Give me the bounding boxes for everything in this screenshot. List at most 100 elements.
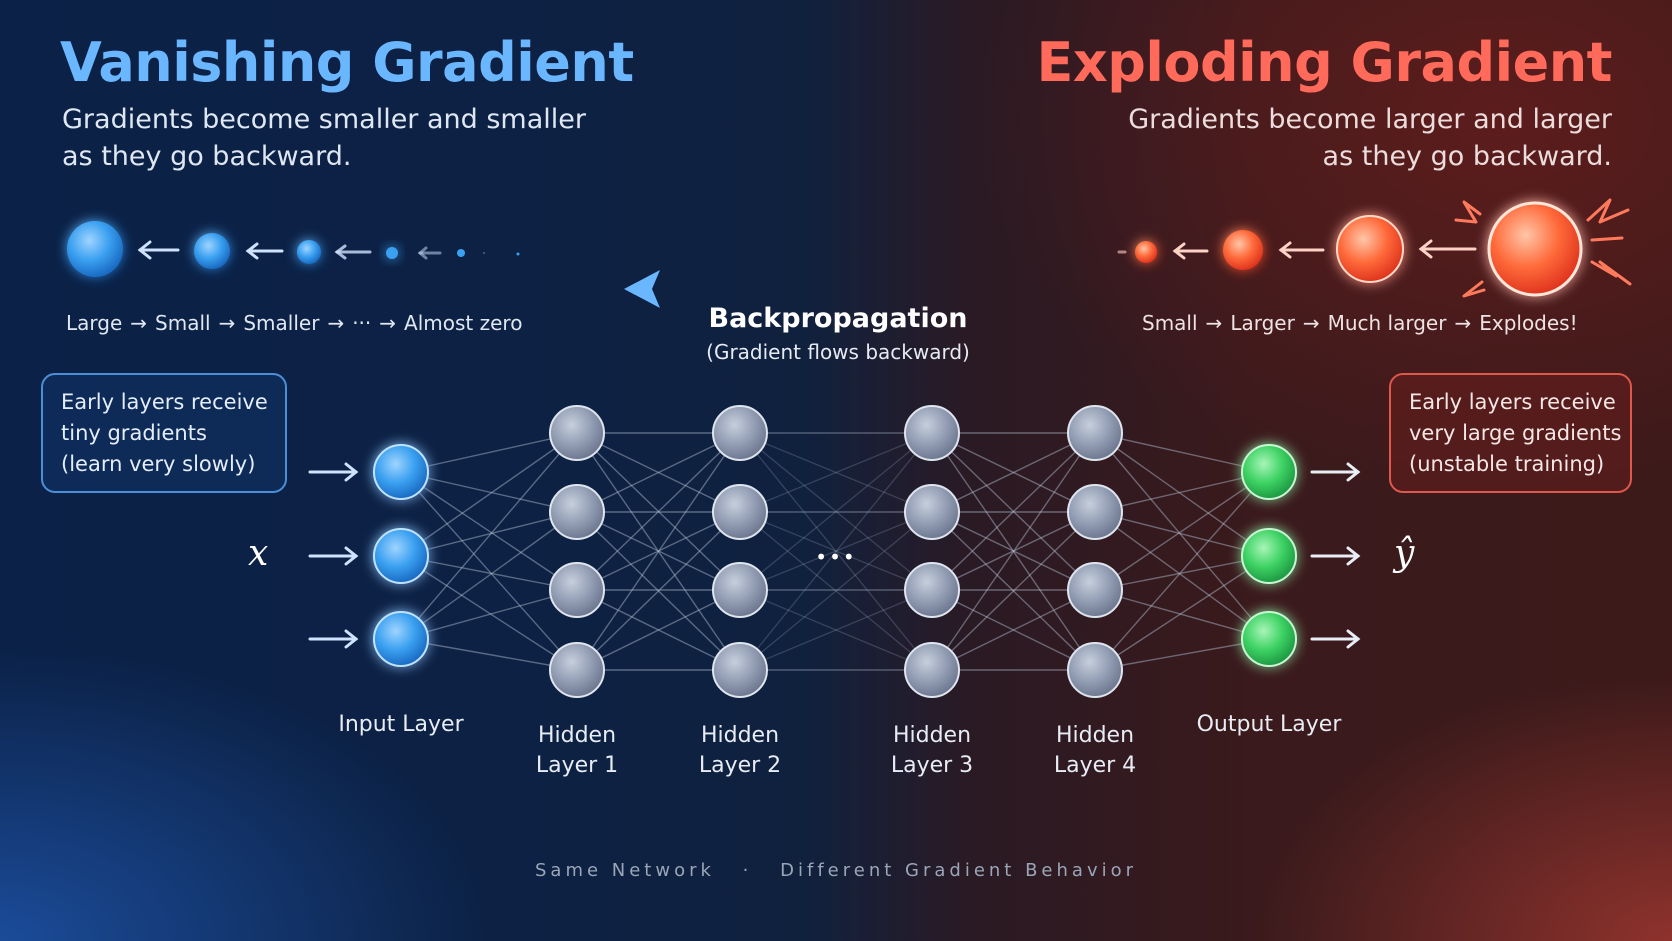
- network-connection: [1094, 638, 1270, 671]
- vanishing-sequence-step: ···: [352, 311, 372, 335]
- network-node-layer-0: [373, 444, 429, 500]
- network-connection: [739, 432, 933, 591]
- backpropagation-label: Backpropagation (Gradient flows backward…: [638, 303, 1038, 364]
- network-node-layer-4: [1067, 405, 1123, 461]
- input-arrows: [308, 462, 359, 649]
- network-node-layer-2: [712, 484, 768, 540]
- vanishing-callout-line: tiny gradients: [61, 421, 207, 445]
- network-connection: [576, 432, 741, 671]
- network-connection: [1094, 432, 1270, 473]
- gradient-circle-tinier: [457, 249, 465, 257]
- backpropagation-title: Backpropagation: [708, 303, 968, 334]
- footer-left-text: Same Network: [534, 860, 715, 881]
- network-connection: [400, 471, 578, 591]
- exploding-sequence-step: Small: [1142, 311, 1198, 335]
- network-connection: [739, 432, 933, 591]
- network-node-layer-5: [1241, 611, 1297, 667]
- network-node-layer-2: [712, 405, 768, 461]
- network-node-layer-2: [712, 642, 768, 698]
- network-node-layer-4: [1067, 562, 1123, 618]
- network-connection: [576, 511, 741, 671]
- vanishing-gradient-title: Vanishing Gradient: [60, 31, 634, 94]
- right-arrow-icon: →: [1205, 311, 1223, 335]
- network-nodes: [373, 405, 1297, 698]
- network-connection: [1094, 432, 1270, 640]
- network-connection: [931, 432, 1096, 513]
- gradient-circle-small: [194, 233, 230, 269]
- network-node-layer-1: [549, 562, 605, 618]
- network-connection: [576, 432, 741, 671]
- network-connection: [1094, 589, 1270, 640]
- exploding-subtitle-line-2: as they go backward.: [1322, 141, 1612, 172]
- exploding-gradient-subtitle: Gradients become larger and larger as th…: [1128, 101, 1612, 175]
- right-arrow-icon: →: [379, 311, 397, 335]
- vanishing-sequence-step: Small: [155, 311, 211, 335]
- network-connection: [739, 511, 933, 591]
- exploding-callout-line: very large gradients: [1409, 421, 1622, 445]
- gradient-circle-small-red: [1135, 241, 1157, 263]
- network-connection: [931, 432, 1096, 671]
- exploding-callout-line: Early layers receive: [1409, 390, 1616, 414]
- network-connection: [400, 555, 578, 591]
- network-connection: [400, 432, 578, 473]
- network-connection: [739, 432, 933, 671]
- network-connection: [931, 511, 1096, 591]
- network-node-layer-0: [373, 528, 429, 584]
- network-connection: [931, 432, 1096, 671]
- footer-right-text: Different Gradient Behavior: [780, 860, 1138, 881]
- network-node-layer-2: [712, 562, 768, 618]
- network-node-layer-3: [904, 405, 960, 461]
- right-arrow-icon: →: [130, 311, 148, 335]
- exploding-gradient-sequence-icons: [1117, 198, 1632, 298]
- network-connection: [576, 589, 741, 671]
- network-connection: [931, 589, 1096, 671]
- network-node-layer-1: [549, 484, 605, 540]
- network-connection: [739, 589, 933, 671]
- network-node-layer-5: [1241, 444, 1297, 500]
- network-connection: [576, 432, 741, 591]
- network-connection: [400, 638, 578, 671]
- network-connection: [400, 511, 578, 640]
- network-connection: [576, 432, 741, 591]
- network-connection: [739, 432, 933, 671]
- network-connection: [739, 511, 933, 671]
- network-connection: [400, 511, 578, 557]
- vanishing-gradient-subtitle: Gradients become smaller and smaller as …: [62, 101, 586, 175]
- vanishing-sequence-step: Smaller: [243, 311, 320, 335]
- network-connection: [576, 511, 741, 671]
- network-connection: [576, 432, 741, 513]
- network-connection: [739, 511, 933, 671]
- network-connection: [576, 432, 741, 513]
- vanishing-callout-line: (learn very slowly): [61, 452, 256, 476]
- network-node-layer-3: [904, 484, 960, 540]
- layer-label-line: Layer 2: [698, 753, 782, 778]
- network-connection: [1094, 555, 1270, 671]
- right-arrow-icon: →: [1454, 311, 1472, 335]
- layer-label-line: Layer 3: [890, 753, 974, 778]
- vanishing-subtitle-line-2: as they go backward.: [62, 141, 352, 172]
- network-connection: [1094, 555, 1270, 591]
- exploding-sequence-step: Larger: [1230, 311, 1295, 335]
- footer-dot: ·: [742, 860, 753, 881]
- vanishing-sequence-step: Almost zero: [404, 311, 523, 335]
- exploding-sequence-step: Explodes!: [1479, 311, 1578, 335]
- gradient-circle-large: [67, 221, 123, 277]
- network-node-layer-4: [1067, 484, 1123, 540]
- network-connection: [931, 432, 1096, 591]
- exploding-gradient-sequence: Small→Larger→Much larger→Explodes!: [1142, 311, 1578, 335]
- network-connection: [400, 555, 578, 671]
- network-connection: [931, 589, 1096, 671]
- layer-label-line: Layer 4: [1053, 753, 1137, 778]
- right-arrow-icon: →: [218, 311, 236, 335]
- network-connection: [931, 432, 1096, 591]
- vanishing-gradient-sequence-icons: [67, 221, 520, 277]
- gradient-circle-almost-zero: [516, 252, 520, 256]
- output-arrows: [1310, 462, 1361, 649]
- layer-label: Output Layer: [1179, 710, 1359, 740]
- network-connection: [1094, 432, 1270, 557]
- network-node-layer-4: [1067, 642, 1123, 698]
